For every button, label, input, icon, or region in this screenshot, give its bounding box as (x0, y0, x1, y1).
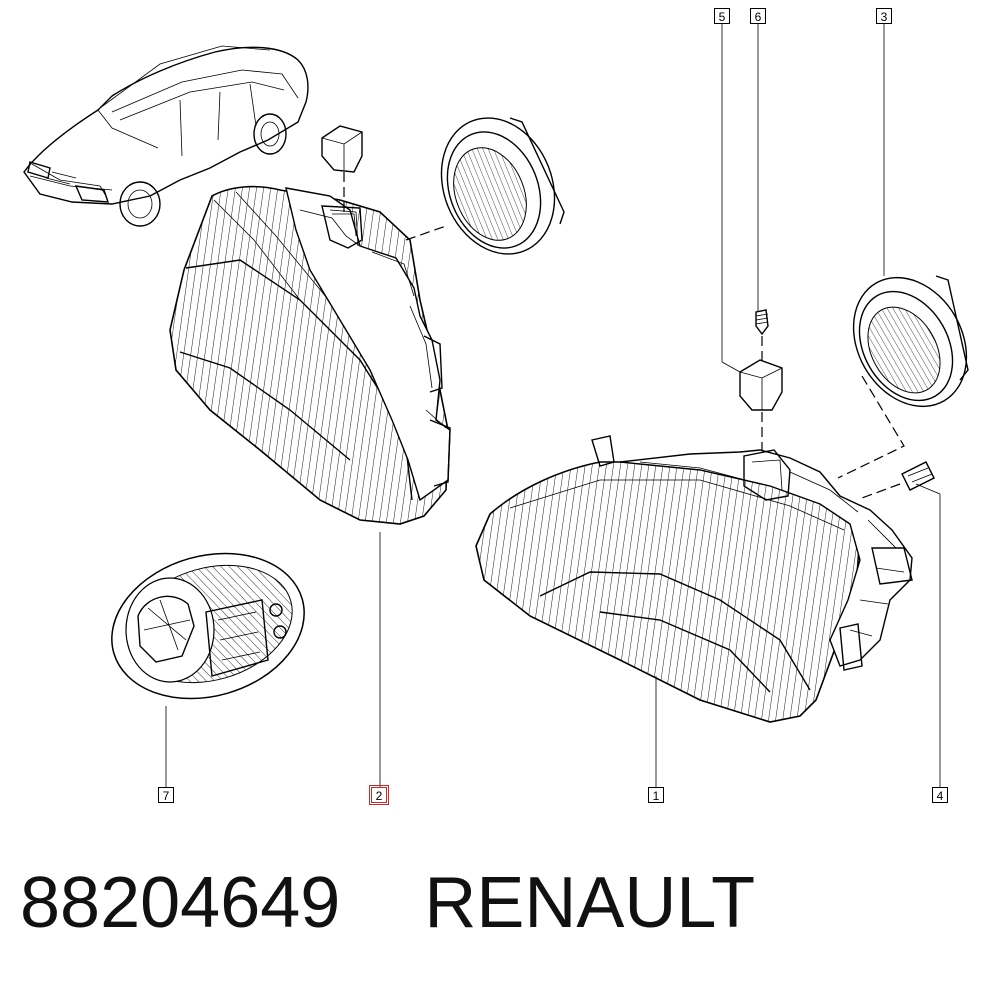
caption: 88204649 RENAULT (20, 858, 755, 948)
connector-left (321, 125, 363, 212)
callout-6: 6 (750, 8, 766, 24)
callout-1: 1 (648, 787, 664, 803)
part-number: 88204649 (20, 863, 341, 943)
exploded-parts-diagram (23, 24, 969, 788)
leader-lines (165, 24, 941, 788)
headlamp-left (169, 185, 451, 525)
ring-right (837, 275, 969, 479)
car-illustration (23, 45, 309, 227)
callout-2[interactable]: 2 (369, 785, 389, 805)
connector-right (739, 309, 783, 450)
brand-name: RENAULT (424, 863, 756, 943)
callout-3: 3 (876, 8, 892, 24)
callout-5: 5 (714, 8, 730, 24)
bulb (111, 552, 305, 700)
small-bulb (861, 461, 935, 499)
callout-4: 4 (932, 787, 948, 803)
callout-7: 7 (158, 787, 174, 803)
ring-left (405, 117, 565, 255)
headlamp-right (475, 435, 913, 723)
